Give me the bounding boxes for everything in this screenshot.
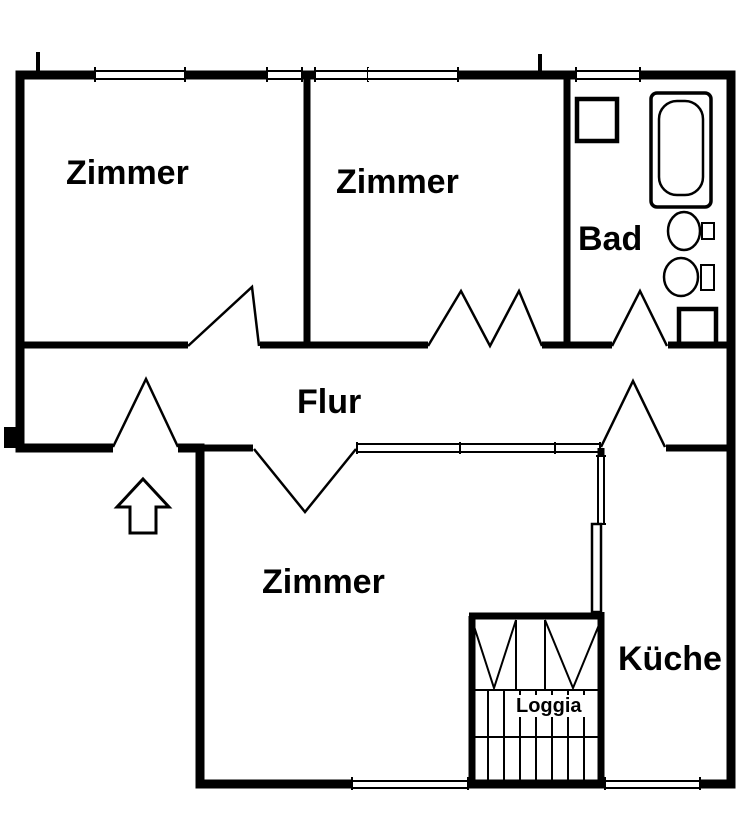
toilet-icon xyxy=(662,256,700,298)
loggia-railing xyxy=(487,690,585,784)
wall-tick-marks xyxy=(36,52,542,71)
window xyxy=(575,67,641,82)
door-swing-zimmer-top-middle xyxy=(426,288,544,349)
entrance-opening xyxy=(113,441,178,455)
door-swing-entrance xyxy=(111,376,180,448)
sink-icon xyxy=(666,210,702,252)
room-label-flur: Flur xyxy=(297,383,362,421)
bathtub-icon xyxy=(649,91,713,209)
room-label-zimmer-bottom: Zimmer xyxy=(262,563,385,601)
loggia-hatch xyxy=(471,619,602,738)
wall-stub xyxy=(4,427,20,448)
window xyxy=(604,777,701,790)
window xyxy=(368,67,459,82)
room-label-zimmer-top-left: Zimmer xyxy=(66,154,189,192)
cabinet-icon xyxy=(676,306,719,347)
bathroom-fixtures xyxy=(574,91,719,347)
washing-machine-icon xyxy=(574,96,620,144)
bathtub-inner xyxy=(657,99,705,197)
kueche-door-leaf xyxy=(590,522,603,614)
loggia-deck xyxy=(471,619,602,784)
kueche-pass-window xyxy=(596,455,606,525)
entrance-arrow-icon xyxy=(113,476,173,535)
toilet-tank xyxy=(700,264,715,291)
door-swing-zimmer-top-left xyxy=(187,284,261,347)
window xyxy=(351,777,469,790)
window xyxy=(314,67,369,82)
door-swing-zimmer-bottom xyxy=(253,448,357,514)
door-swing-kueche xyxy=(599,378,667,448)
window xyxy=(266,67,303,82)
room-label-loggia: Loggia xyxy=(512,695,586,717)
window xyxy=(94,67,186,82)
room-label-bad: Bad xyxy=(578,220,643,258)
flur-partition-window xyxy=(356,442,601,454)
room-label-zimmer-top-middle: Zimmer xyxy=(336,163,459,201)
room-label-kueche: Küche xyxy=(618,640,722,678)
sink-tap xyxy=(701,222,715,240)
door-swing-bad xyxy=(610,288,669,347)
